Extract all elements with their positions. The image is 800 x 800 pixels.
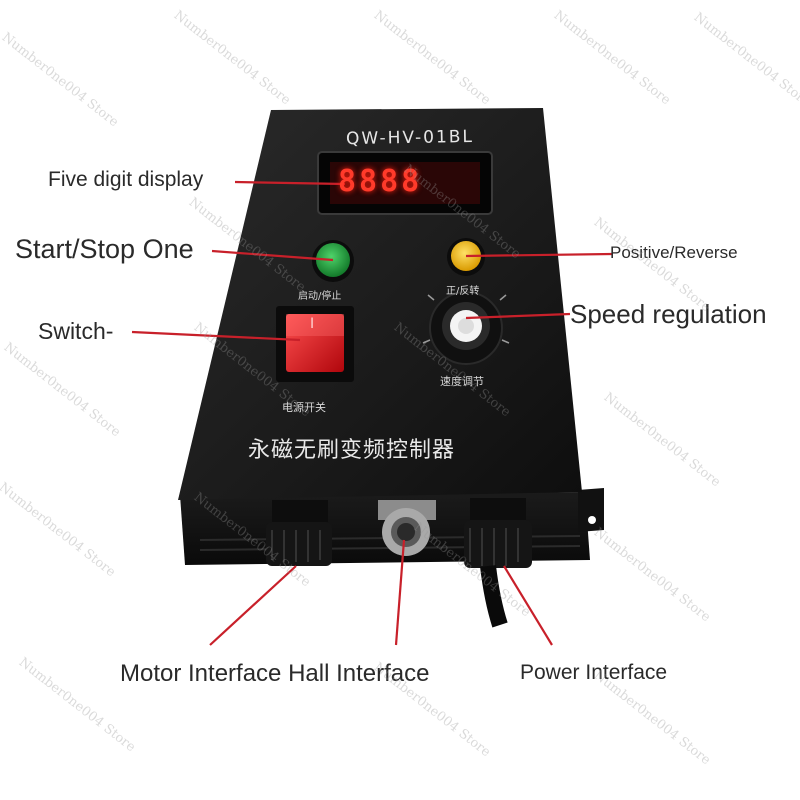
callout-lines — [131, 180, 613, 646]
callout-five-digit-display: Five digit display — [48, 168, 204, 191]
display-window — [330, 162, 480, 204]
switch-symbol: I — [310, 316, 315, 332]
direction-button-shape — [451, 241, 481, 271]
callout-speed-regulation: Speed regulation — [570, 299, 767, 329]
motor-gland — [266, 500, 332, 566]
callout-line-motor — [209, 565, 297, 646]
callout-power-interface: Power Interface — [520, 661, 668, 684]
callout-line-power — [503, 565, 553, 646]
power-switch-printed-label: 电源开关 — [282, 401, 326, 414]
callout-motor-hall-interface: Motor Interface Hall Interface — [120, 660, 430, 687]
power-gland — [464, 498, 532, 628]
speed-printed-label: 速度调节 — [440, 375, 484, 388]
model-label: QW-HV-01BL — [345, 126, 475, 150]
mounting-tab-right — [578, 488, 604, 532]
callout-line-speed — [465, 312, 571, 320]
power-switch-shape — [286, 314, 344, 372]
callout-start-stop: Start/Stop One — [15, 234, 194, 264]
callout-positive-reverse: Positive/Reverse — [610, 243, 738, 262]
callout-line-start-stop — [211, 249, 334, 262]
callout-line-switch — [131, 330, 301, 342]
callout-line-hall — [394, 539, 406, 646]
hall-connector — [378, 500, 436, 556]
display-readout: 8888 — [338, 164, 423, 199]
start-stop-printed-label: 启动/停止 — [298, 291, 342, 302]
direction-printed-label: 正/反转 — [446, 286, 480, 297]
callout-line-display — [234, 180, 346, 186]
callout-switch: Switch- — [38, 318, 114, 344]
callout-line-direction — [465, 252, 613, 258]
panel-title: 永磁无刷变频控制器 — [248, 438, 456, 463]
